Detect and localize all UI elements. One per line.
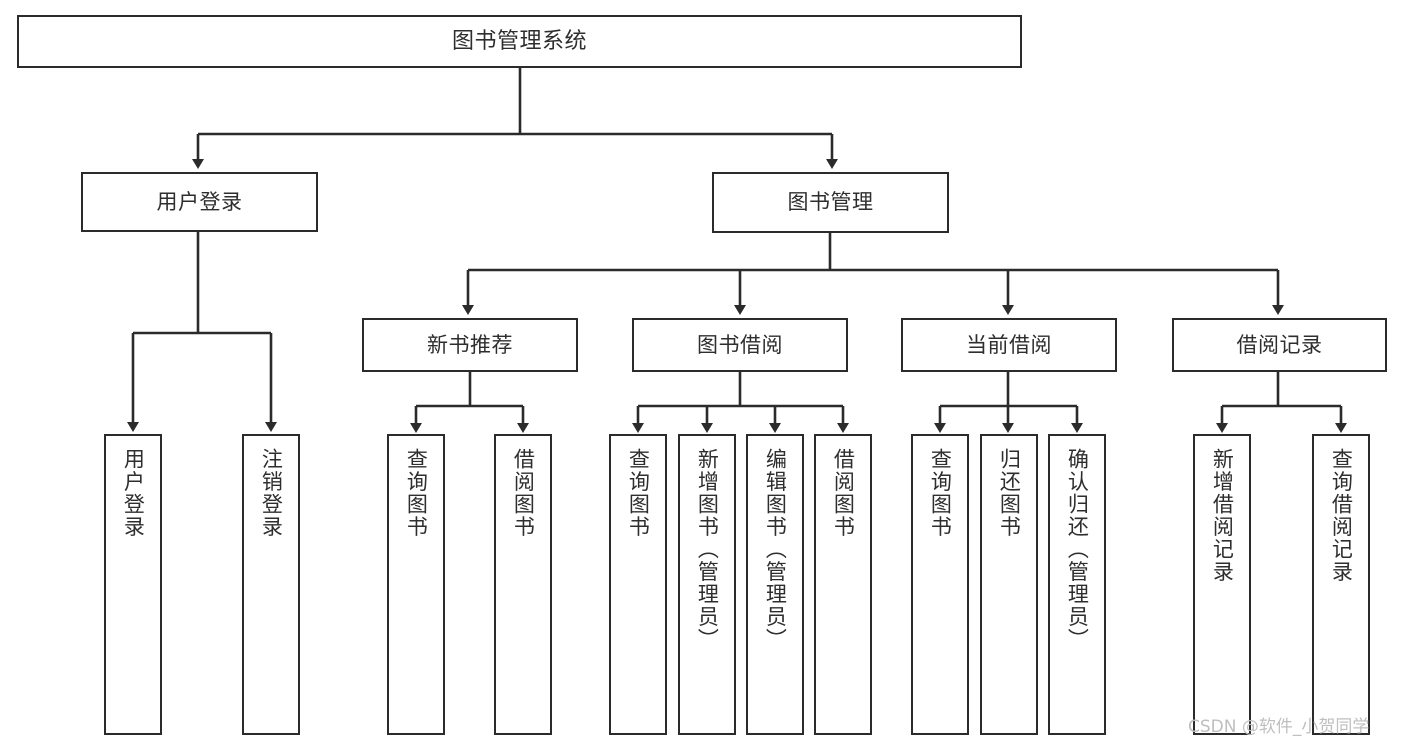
leaf-bb-edit-book-admin-label: 编辑图书（管理员） xyxy=(763,448,788,651)
leaf-nb-borrow-book[interactable]: 借阅图书 xyxy=(494,434,552,735)
leaf-logout-label: 注销登录 xyxy=(259,448,284,538)
leaf-br-query-record[interactable]: 查询借阅记录 xyxy=(1312,434,1370,735)
leaf-nb-query-book[interactable]: 查询图书 xyxy=(387,434,445,735)
leaf-nb-query-book-label: 查询图书 xyxy=(404,448,429,538)
node-book-manage[interactable]: 图书管理 xyxy=(712,172,949,233)
node-current-borrow-label: 当前借阅 xyxy=(966,332,1052,357)
leaf-cb-query-book-label: 查询图书 xyxy=(928,448,953,538)
node-book-borrow[interactable]: 图书借阅 xyxy=(632,318,848,372)
node-root-label: 图书管理系统 xyxy=(451,28,587,54)
leaf-br-add-record[interactable]: 新增借阅记录 xyxy=(1193,434,1251,735)
node-borrow-record[interactable]: 借阅记录 xyxy=(1172,318,1387,372)
node-current-borrow[interactable]: 当前借阅 xyxy=(901,318,1117,372)
leaf-cb-confirm-return-admin-label: 确认归还（管理员） xyxy=(1065,448,1090,651)
leaf-cb-query-book[interactable]: 查询图书 xyxy=(911,434,969,735)
leaf-cb-return-book[interactable]: 归还图书 xyxy=(980,434,1038,735)
leaf-user-login-label: 用户登录 xyxy=(121,448,146,538)
leaf-cb-return-book-label: 归还图书 xyxy=(997,448,1022,538)
leaf-bb-borrow-book[interactable]: 借阅图书 xyxy=(814,434,872,735)
node-user-login-label: 用户登录 xyxy=(156,189,243,214)
leaf-bb-query-book-label: 查询图书 xyxy=(626,448,651,538)
leaf-bb-add-book-admin[interactable]: 新增图书（管理员） xyxy=(678,434,736,735)
leaf-bb-add-book-admin-label: 新增图书（管理员） xyxy=(695,448,720,651)
node-root[interactable]: 图书管理系统 xyxy=(17,15,1022,68)
node-new-book-recommend[interactable]: 新书推荐 xyxy=(362,318,578,372)
leaf-bb-query-book[interactable]: 查询图书 xyxy=(609,434,667,735)
leaf-user-login[interactable]: 用户登录 xyxy=(104,434,162,735)
leaf-nb-borrow-book-label: 借阅图书 xyxy=(511,448,536,538)
leaf-bb-borrow-book-label: 借阅图书 xyxy=(831,448,856,538)
node-book-manage-label: 图书管理 xyxy=(787,190,874,215)
leaf-bb-edit-book-admin[interactable]: 编辑图书（管理员） xyxy=(746,434,804,735)
csdn-watermark: CSDN @软件_小贺同学 xyxy=(1188,717,1370,737)
node-borrow-record-label: 借阅记录 xyxy=(1236,332,1323,357)
node-new-book-recommend-label: 新书推荐 xyxy=(427,332,513,357)
leaf-cb-confirm-return-admin[interactable]: 确认归还（管理员） xyxy=(1048,434,1106,735)
leaf-logout[interactable]: 注销登录 xyxy=(242,434,300,735)
node-book-borrow-label: 图书借阅 xyxy=(697,332,783,357)
node-user-login[interactable]: 用户登录 xyxy=(81,172,318,232)
leaf-br-add-record-label: 新增借阅记录 xyxy=(1210,448,1235,583)
leaf-br-query-record-label: 查询借阅记录 xyxy=(1329,448,1354,583)
